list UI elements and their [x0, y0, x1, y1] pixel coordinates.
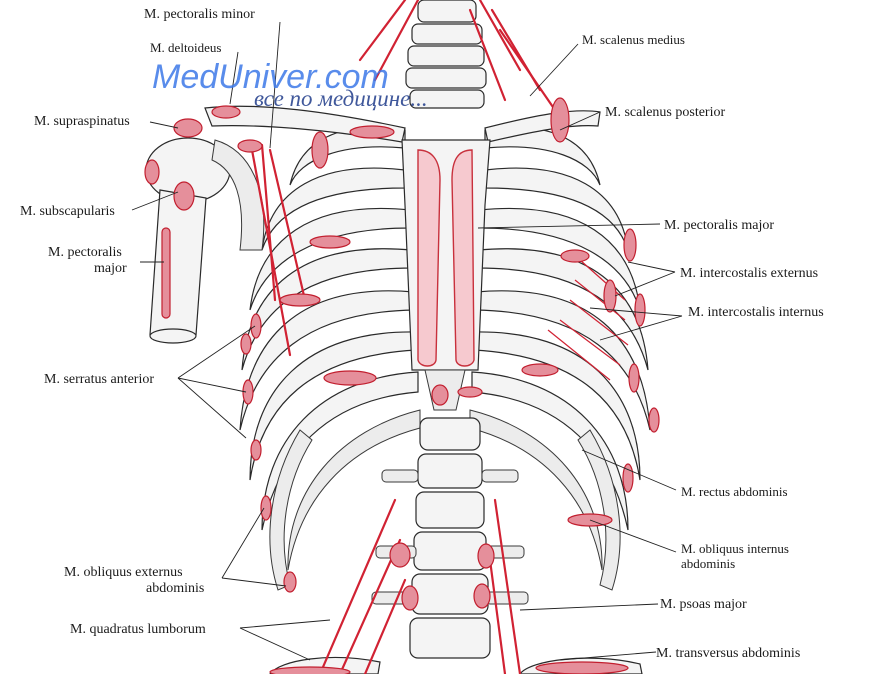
label-pectoralis-major-left-2: major: [94, 261, 127, 276]
label-rectus-abdominis: M. rectus abdominis: [681, 484, 788, 499]
label-transversus-abdominis: M. transversus abdominis: [656, 646, 800, 661]
watermark: MedUniver.com все по медицине...: [152, 58, 428, 111]
label-serratus-anterior: M. serratus anterior: [44, 372, 154, 387]
label-obliquus-externus-2: abdominis: [146, 581, 204, 596]
label-scalenus-posterior: M. scalenus posterior: [605, 105, 725, 120]
label-obliquus-externus-1: M. obliquus externus: [64, 565, 183, 580]
right-clavicle: [484, 110, 601, 143]
muscle-attachments: [144, 0, 660, 674]
label-scalenus-medius: M. scalenus medius: [582, 32, 685, 47]
label-subscapularis: M. subscapularis: [20, 204, 115, 219]
label-intercostalis-externus: M. intercostalis externus: [680, 266, 818, 281]
label-intercostalis-internus: M. intercostalis internus: [688, 305, 824, 320]
label-quadratus-lumborum: M. quadratus lumborum: [70, 622, 206, 637]
sternal-pectoralis-origin: [417, 149, 441, 367]
label-obliquus-internus-2: abdominis: [681, 556, 735, 571]
lumbar-spine: [371, 417, 529, 659]
rib-attachment-spots: [144, 97, 660, 674]
leader-lines: [131, 21, 683, 661]
labels: M. pectoralis minor M. deltoideus M. sup…: [20, 7, 824, 661]
watermark-tagline: все по медицине...: [254, 86, 428, 111]
label-pectoralis-major-left-1: M. pectoralis: [48, 245, 122, 260]
label-pectoralis-major-right: M. pectoralis major: [664, 218, 774, 233]
label-psoas-major: M. psoas major: [660, 597, 747, 612]
label-obliquus-internus-1: M. obliquus internus: [681, 541, 789, 556]
label-pectoralis-minor: M. pectoralis minor: [144, 7, 255, 22]
cervical-spine: [405, 0, 487, 109]
label-deltoideus: M. deltoideus: [150, 40, 222, 55]
label-supraspinatus: M. supraspinatus: [34, 114, 130, 129]
watermark-brand: MedUniver.com: [152, 58, 389, 96]
sternum: [401, 139, 491, 411]
